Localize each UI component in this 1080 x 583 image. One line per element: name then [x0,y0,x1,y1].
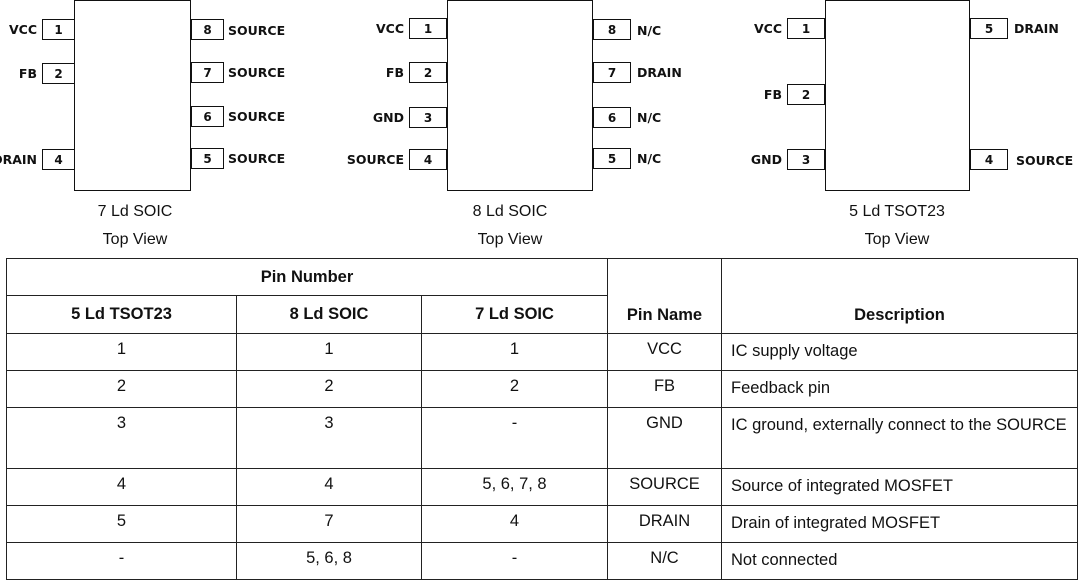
table-row: 4 4 5, 6, 7, 8 SOURCE Source of integrat… [6,468,1078,506]
pin-label-fb: FB [763,87,782,102]
pin-description-table: Pin Number Pin Name Description 5 Ld TSO… [6,258,1078,580]
pin-name-cell: DRAIN [607,505,722,543]
pin-label-vcc: VCC [375,21,404,36]
soic7-pin-cell: - [421,407,608,469]
tsot23-column-header: 5 Ld TSOT23 [6,295,237,334]
package-caption: 8 Ld SOIC [472,203,548,220]
soic7-pin-cell: 1 [421,333,608,371]
pin-number-2: 2 [787,84,825,105]
pin-number-4: 4 [42,149,75,170]
package-caption: 5 Ld TSOT23 [849,203,945,220]
pin-number-2: 2 [409,62,447,83]
pin-number-6: 6 [191,106,224,127]
pin-number-7: 7 [593,62,631,83]
soic8-pin-cell: 2 [236,370,422,408]
pin-number-5: 5 [970,18,1008,39]
pin-number-1: 1 [787,18,825,39]
description-cell: IC supply voltage [721,333,1078,371]
tsot23-pin-cell: 4 [6,468,237,506]
pin-number-6: 6 [593,107,631,128]
table-row: 3 3 - GND IC ground, externally connect … [6,407,1078,469]
pin-name-cell: VCC [607,333,722,371]
soic7-pin-cell: 4 [421,505,608,543]
soic8-pin-cell: 7 [236,505,422,543]
pin-label-source: SOURCE [228,151,286,166]
pin-number-8: 8 [593,19,631,40]
pinout-diagrams: VCC 1 FB 2 DRAIN 4 8 SOURCE 7 SOURCE 6 S… [0,0,1080,258]
soic7-column-header: 7 Ld SOIC [421,295,608,334]
pin-label-fb: FB [385,65,404,80]
pin-label-drain: DRAIN [1014,21,1059,36]
description-cell: IC ground, externally connect to the SOU… [721,407,1078,469]
description-cell: Not connected [721,542,1078,580]
pin-label-source: SOURCE [346,152,404,167]
pin-name-cell: N/C [607,542,722,580]
pin-label-drain: DRAIN [0,152,37,167]
package-body [74,0,191,191]
pin-name-header: Pin Name [607,258,722,334]
pin-number-group-header: Pin Number [6,258,608,296]
soic8-pin-cell: 3 [236,407,422,469]
description-header: Description [721,258,1078,334]
tsot23-pin-cell: - [6,542,237,580]
table-row: 1 1 1 VCC IC supply voltage [6,333,1078,371]
pin-label-nc: N/C [637,110,662,125]
table-row: 2 2 2 FB Feedback pin [6,370,1078,408]
pin-label-fb: FB [18,66,37,81]
pin-label-vcc: VCC [8,22,37,37]
tsot23-pin-cell: 1 [6,333,237,371]
soic7-pin-cell: - [421,542,608,580]
pin-name-cell: SOURCE [607,468,722,506]
pin-number-1: 1 [409,18,447,39]
pin-label-gnd: GND [372,110,404,125]
pin-number-4: 4 [970,149,1008,170]
package-body [825,0,970,191]
pin-label-source: SOURCE [228,23,286,38]
pin-label-nc: N/C [637,151,662,166]
description-cell: Drain of integrated MOSFET [721,505,1078,543]
soic7-pin-cell: 5, 6, 7, 8 [421,468,608,506]
pin-name-cell: GND [607,407,722,469]
description-cell: Source of integrated MOSFET [721,468,1078,506]
soic8-pin-cell: 4 [236,468,422,506]
pin-number-8: 8 [191,19,224,40]
description-cell: Feedback pin [721,370,1078,408]
pin-number-1: 1 [42,19,75,40]
soic8-pin-cell: 1 [236,333,422,371]
tsot23-pin-cell: 2 [6,370,237,408]
pin-label-vcc: VCC [753,21,782,36]
pin-name-cell: FB [607,370,722,408]
pin-label-source: SOURCE [1016,153,1074,168]
pin-number-2: 2 [42,63,75,84]
soic8-pin-cell: 5, 6, 8 [236,542,422,580]
table-row: - 5, 6, 8 - N/C Not connected [6,542,1078,580]
package-caption: 7 Ld SOIC [97,203,173,220]
pin-label-source: SOURCE [228,109,286,124]
pin-number-5: 5 [191,148,224,169]
pin-label-source: SOURCE [228,65,286,80]
tsot23-pin-cell: 3 [6,407,237,469]
pin-label-gnd: GND [750,152,782,167]
pin-number-4: 4 [409,149,447,170]
package-view-caption: Top View [477,231,543,248]
package-view-caption: Top View [102,231,168,248]
pin-number-3: 3 [409,107,447,128]
package-view-caption: Top View [864,231,930,248]
soic7-pin-cell: 2 [421,370,608,408]
pin-number-3: 3 [787,149,825,170]
pin-number-5: 5 [593,148,631,169]
pin-label-nc: N/C [637,23,662,38]
pin-label-drain: DRAIN [637,65,682,80]
package-body [447,0,593,191]
table-row: 5 7 4 DRAIN Drain of integrated MOSFET [6,505,1078,543]
pin-number-7: 7 [191,62,224,83]
tsot23-pin-cell: 5 [6,505,237,543]
soic8-column-header: 8 Ld SOIC [236,295,422,334]
